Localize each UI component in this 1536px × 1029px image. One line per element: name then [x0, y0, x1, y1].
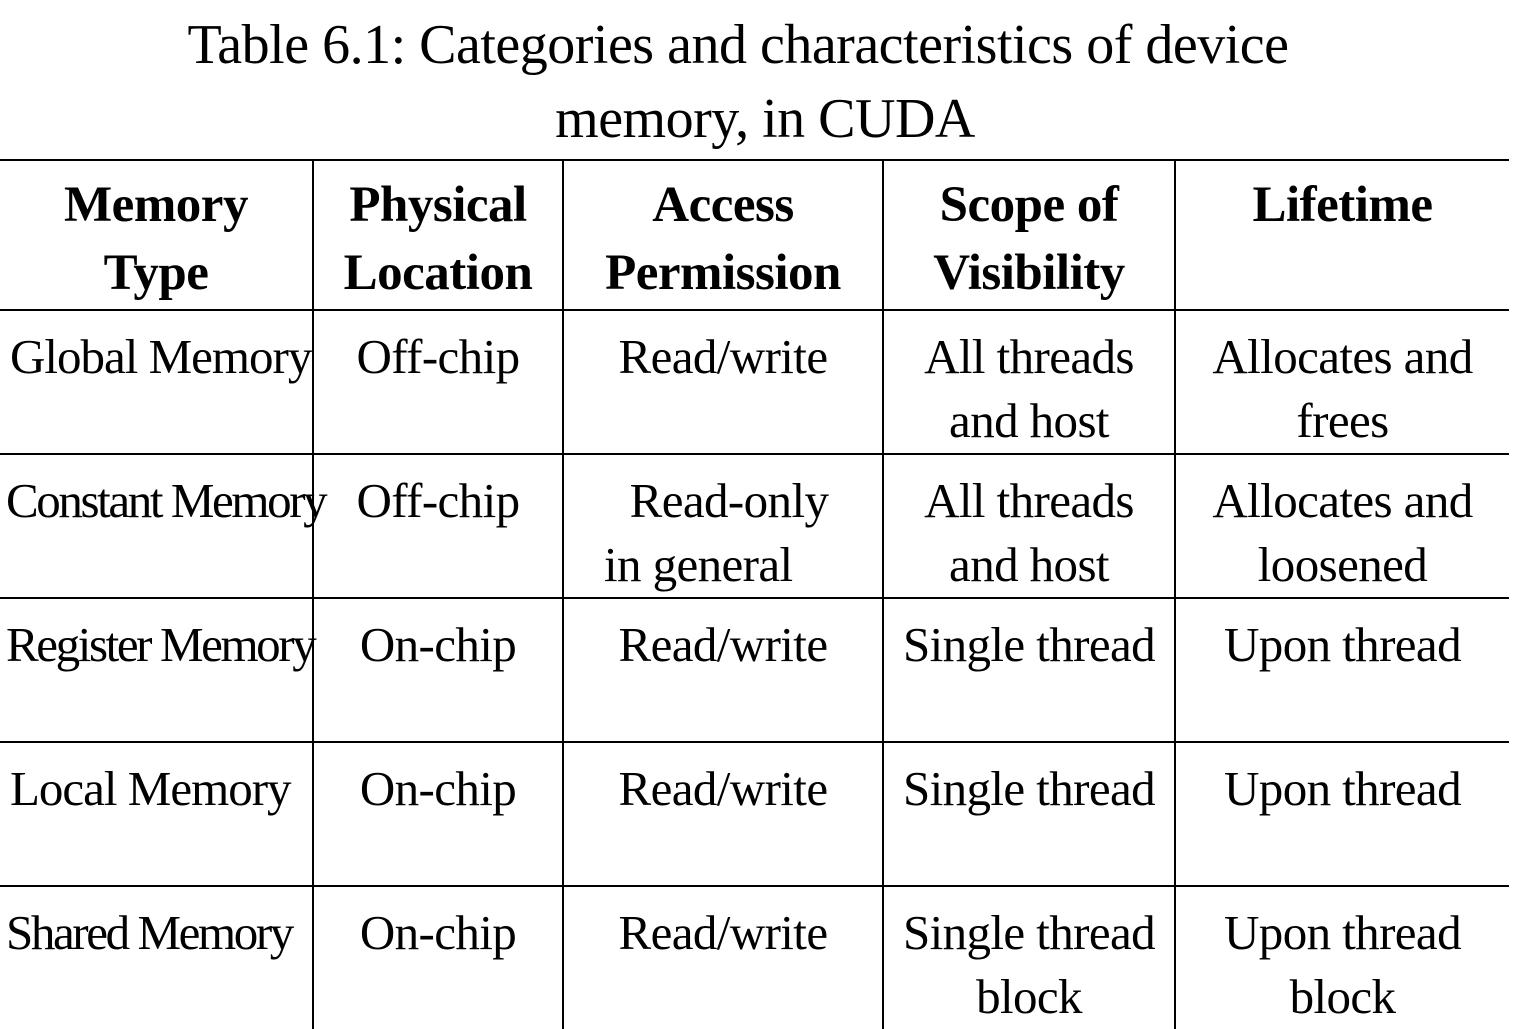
cell-line: Allocates and — [1212, 329, 1473, 384]
cell-line: Read/write — [618, 617, 829, 672]
caption-line-2: memory, in CUDA — [555, 88, 975, 150]
table-row: Constant Memory Off-chip Read-only in ge… — [0, 453, 1509, 599]
header-physical-location: Physical Location — [312, 159, 564, 311]
cell-access-permission: Read/write — [562, 741, 884, 887]
cell-line: All threads — [924, 329, 1134, 384]
header-line: Location — [343, 245, 533, 301]
cell-lifetime: Upon thread block — [1174, 885, 1509, 1029]
cell-physical-location: Off-chip — [312, 309, 564, 455]
cell-scope-of-visibility: Single thread — [882, 597, 1176, 743]
cell-lifetime: Allocates and loosened — [1174, 453, 1509, 599]
cell-scope-of-visibility: Single thread block — [882, 885, 1176, 1029]
caption-line-1: Table 6.1: Categories and characteristic… — [187, 14, 1289, 76]
header-line: Physical — [349, 177, 527, 233]
header-scope-of-visibility: Scope of Visibility — [882, 159, 1176, 311]
cell-line: Upon thread — [1224, 761, 1462, 816]
cell-physical-location: On-chip — [312, 597, 564, 743]
cell-access-permission: Read/write — [562, 597, 884, 743]
header-memory-type: Memory Type — [0, 159, 314, 311]
cell-memory-type: Shared Memory — [0, 885, 314, 1029]
header-line: Visibility — [933, 245, 1125, 301]
header-line: Memory — [64, 177, 248, 233]
cell-line: and host — [949, 393, 1109, 448]
table-caption: Table 6.1: Categories and characteristic… — [0, 8, 1476, 156]
cell-line: Single thread — [902, 761, 1156, 816]
cell-line: Read/write — [618, 761, 829, 816]
cell-line: loosened — [1257, 537, 1428, 592]
header-line: Permission — [605, 245, 841, 301]
cell-lifetime: Upon thread — [1174, 741, 1509, 887]
cell-line: block — [1289, 969, 1396, 1024]
cell-line: Read/write — [618, 905, 829, 960]
header-line: Lifetime — [1252, 177, 1433, 233]
cell-physical-location: On-chip — [312, 885, 564, 1029]
cell-access-permission: Read-only in general — [562, 453, 884, 599]
cell-line: All threads — [924, 473, 1134, 528]
cell-line: Upon thread — [1224, 905, 1462, 960]
cell-physical-location: Off-chip — [312, 453, 564, 599]
cell-scope-of-visibility: All threads and host — [882, 453, 1176, 599]
memory-characteristics-table: Memory Type Physical Location Access Per… — [0, 159, 1509, 1029]
cell-scope-of-visibility: All threads and host — [882, 309, 1176, 455]
cell-line: and host — [949, 537, 1109, 592]
header-row: Memory Type Physical Location Access Per… — [0, 159, 1509, 311]
cell-memory-type: Constant Memory — [0, 453, 328, 599]
cell-line: Upon thread — [1224, 617, 1462, 672]
cell-line: Read-only — [629, 473, 829, 528]
table-row: Local Memory On-chip Read/write Single t… — [0, 741, 1509, 887]
cell-scope-of-visibility: Single thread — [882, 741, 1176, 887]
cell-line: in general — [604, 537, 793, 592]
cell-line: Single thread — [902, 617, 1156, 672]
header-access-permission: Access Permission — [562, 159, 884, 311]
table-row: Global Memory Off-chip Read/write All th… — [0, 309, 1509, 455]
cell-access-permission: Read/write — [562, 885, 884, 1029]
header-line: Scope of — [939, 177, 1119, 233]
cell-memory-type: Register Memory — [0, 597, 317, 743]
cell-line: Allocates and — [1212, 473, 1473, 528]
header-line: Access — [652, 177, 794, 233]
cell-line: Single thread — [902, 905, 1156, 960]
header-line: Type — [103, 245, 209, 301]
cell-line: block — [976, 969, 1082, 1024]
cell-access-permission: Read/write — [562, 309, 884, 455]
cell-memory-type: Local Memory — [0, 741, 314, 887]
cell-lifetime: Upon thread — [1174, 597, 1509, 743]
cell-lifetime: Allocates and frees — [1174, 309, 1509, 455]
cell-line: Read/write — [618, 329, 829, 384]
cell-physical-location: On-chip — [312, 741, 564, 887]
header-lifetime: Lifetime — [1174, 159, 1509, 311]
cell-line: frees — [1296, 393, 1389, 448]
table-row: Register Memory On-chip Read/write Singl… — [0, 597, 1509, 743]
cell-memory-type: Global Memory — [0, 309, 314, 455]
table-row: Shared Memory On-chip Read/write Single … — [0, 885, 1509, 1029]
